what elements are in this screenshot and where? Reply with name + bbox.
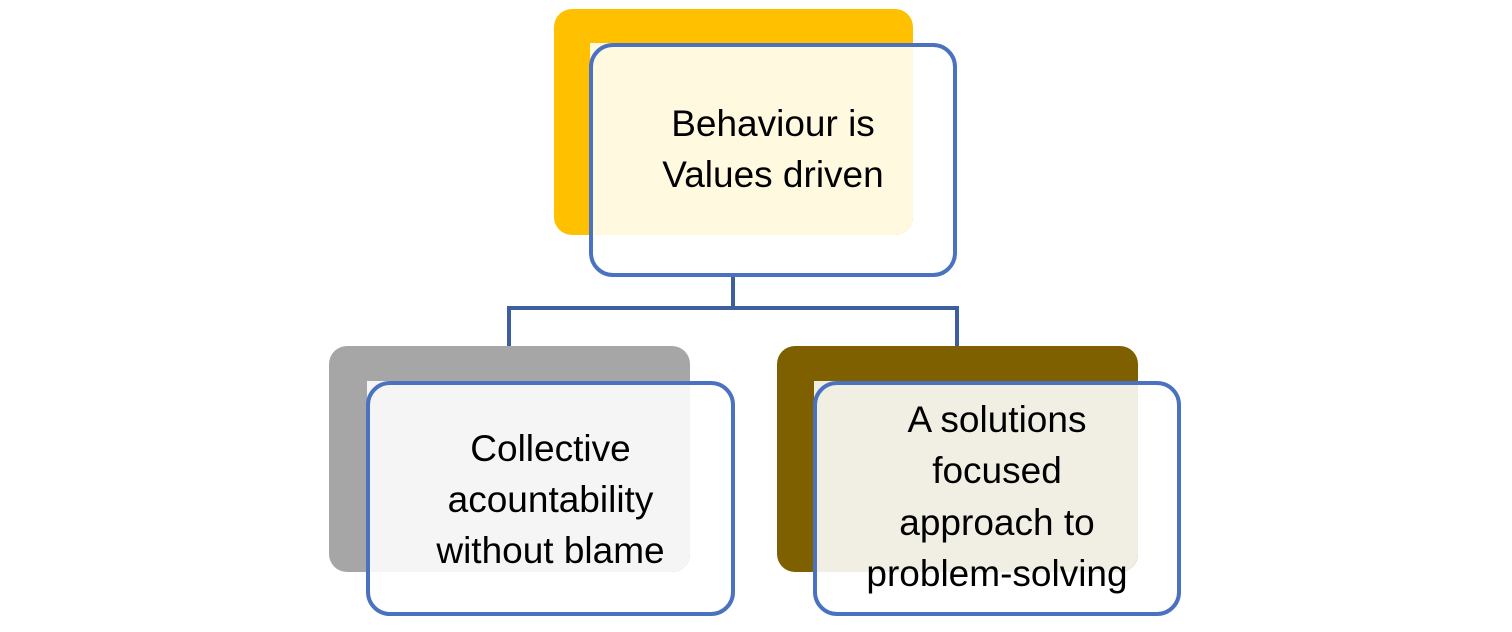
top-node-overlap-tint bbox=[590, 43, 913, 235]
right-node-box: A solutions focused approach to problem-… bbox=[813, 381, 1181, 616]
right-node-text: A solutions focused approach to problem-… bbox=[866, 394, 1127, 598]
top-node-text: Behaviour is Values driven bbox=[662, 98, 883, 200]
left-node-line: Collective bbox=[470, 427, 631, 469]
top-node-line: Values driven bbox=[662, 154, 884, 195]
right-node-line: A solutions bbox=[907, 399, 1087, 441]
top-node-line: Behaviour is bbox=[671, 102, 875, 144]
left-node-text: Collective acountability without blame bbox=[436, 423, 664, 576]
left-node-line: without blame bbox=[436, 530, 665, 572]
right-node-line: focused bbox=[932, 450, 1062, 492]
right-node-line: approach to bbox=[899, 501, 1095, 543]
right-node-overlap-tint bbox=[814, 381, 1138, 572]
top-node-box: Behaviour is Values driven bbox=[589, 43, 957, 277]
left-node-line: acountability bbox=[447, 478, 654, 520]
left-node-overlap-tint bbox=[367, 381, 690, 572]
right-node-line: problem-solving bbox=[866, 552, 1128, 594]
left-node-box: Collective acountability without blame bbox=[366, 381, 735, 616]
